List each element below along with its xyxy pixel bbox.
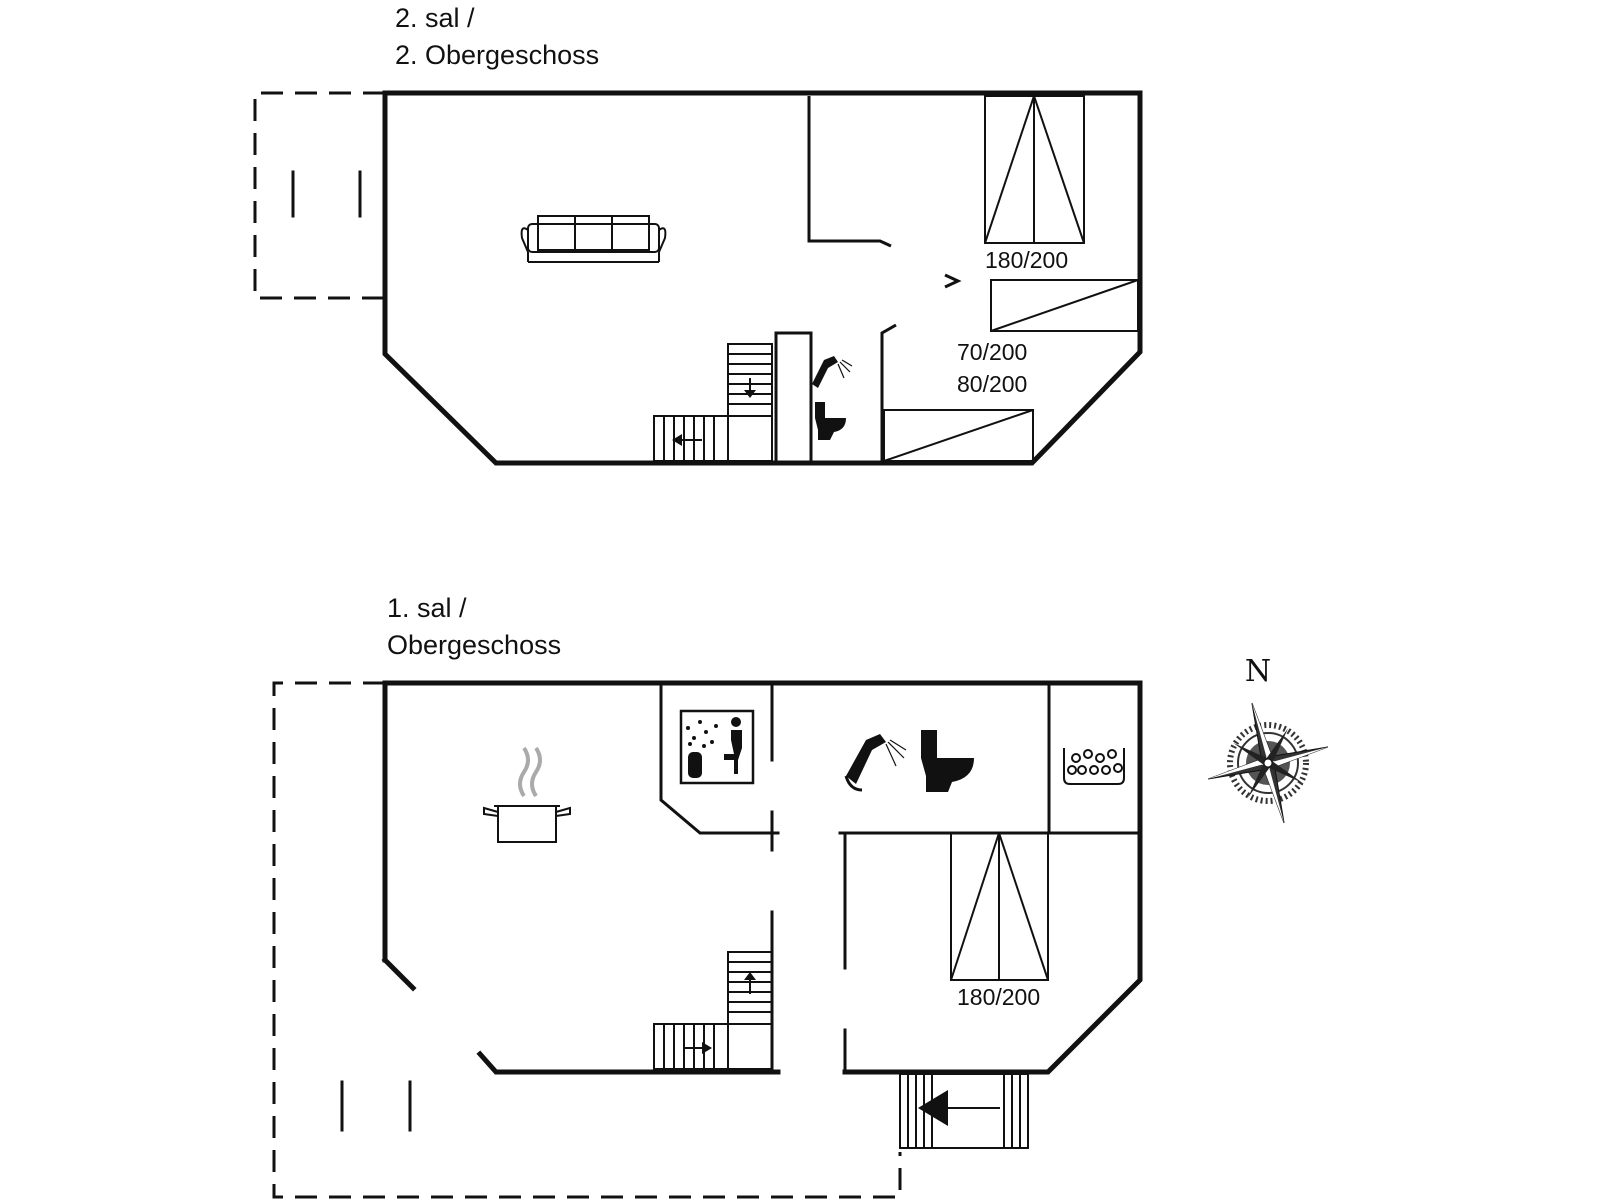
bed-size-label: 180/200 bbox=[985, 247, 1068, 273]
bed-size-label: 70/200 bbox=[957, 339, 1027, 365]
stairs-down-icon bbox=[653, 343, 773, 462]
door-mark bbox=[944, 273, 962, 289]
bed-180-upper bbox=[984, 95, 1085, 244]
shower-icon bbox=[844, 734, 907, 792]
bed-70-upper bbox=[990, 279, 1139, 332]
interior-wall bbox=[807, 96, 892, 248]
bed-size-label: 180/200 bbox=[957, 984, 1040, 1010]
interior-wall bbox=[880, 323, 897, 463]
terrace-1st bbox=[272, 681, 902, 1199]
sofa-icon bbox=[520, 215, 667, 263]
whirlpool-icon bbox=[1063, 748, 1125, 785]
floor-label-1st-line1: 1. sal / bbox=[387, 593, 467, 623]
shower-icon bbox=[812, 356, 853, 388]
floor-label-1st: 1. sal / Obergeschoss bbox=[387, 590, 561, 664]
cooking-pot-icon bbox=[483, 746, 571, 843]
floor-label-2nd-line1: 2. sal / bbox=[395, 3, 475, 33]
exterior-stairs-icon bbox=[899, 1073, 1029, 1149]
bed-size-label: 80/200 bbox=[957, 371, 1027, 397]
floor-2nd: 180/200 70/200 80/200 bbox=[253, 90, 1143, 466]
stairs-up-icon bbox=[653, 951, 773, 1070]
bed-180-lower bbox=[950, 832, 1049, 981]
floor-1st: 180/200 bbox=[272, 680, 1143, 1199]
floor-label-2nd: 2. sal / 2. Obergeschoss bbox=[395, 0, 599, 74]
sauna-wall bbox=[659, 681, 780, 835]
outer-wall-1st bbox=[382, 680, 1143, 1075]
compass-north-label: N bbox=[1245, 654, 1271, 689]
toilet-icon bbox=[815, 402, 846, 440]
bed-80-upper bbox=[883, 409, 1034, 462]
floor-label-1st-line2: Obergeschoss bbox=[387, 630, 562, 660]
interior-wall bbox=[774, 331, 813, 463]
toilet-icon bbox=[921, 730, 974, 792]
outer-wall-1st bbox=[476, 1050, 781, 1075]
balcony-2nd bbox=[253, 91, 385, 300]
outer-wall-1st bbox=[381, 956, 417, 992]
compass-rose-icon bbox=[1207, 702, 1329, 824]
sauna-icon bbox=[679, 709, 755, 785]
outer-wall-2nd bbox=[382, 90, 1143, 466]
floor-label-2nd-line2: 2. Obergeschoss bbox=[395, 40, 600, 70]
